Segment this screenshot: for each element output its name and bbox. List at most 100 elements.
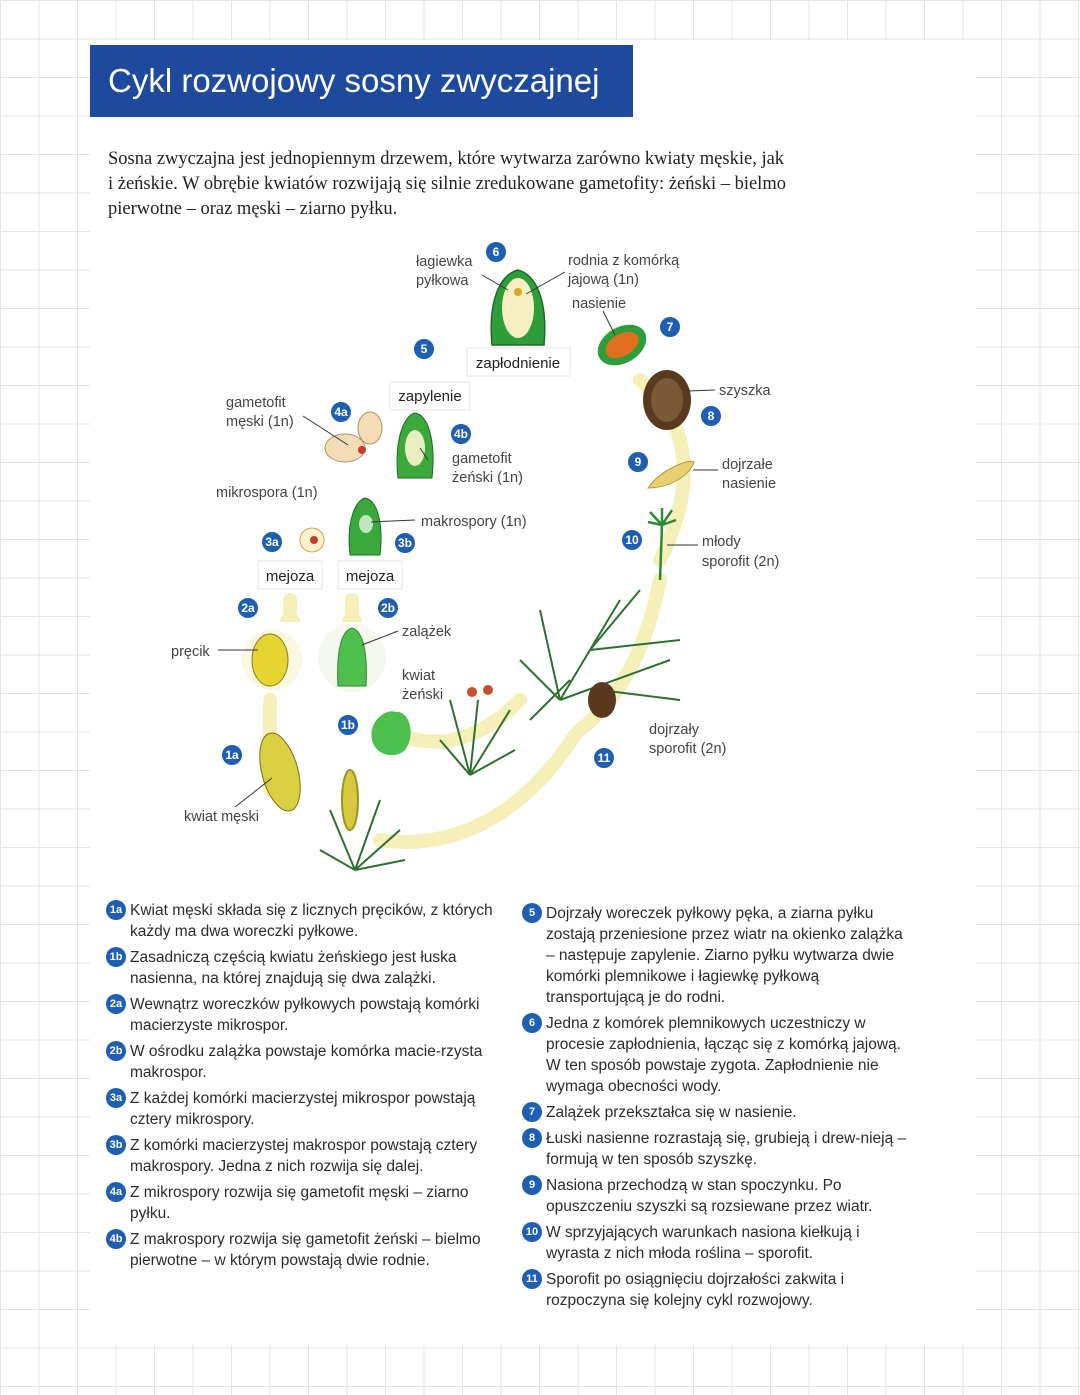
svg-text:3b: 3b xyxy=(398,536,412,550)
number-badge: 1a xyxy=(106,900,126,920)
badge-10: 10 xyxy=(621,529,643,551)
description-text: Łuski nasienne rozrastają się, grubieją … xyxy=(546,1130,906,1168)
badge-4a: 4a xyxy=(330,401,352,423)
label-lagiewka-2: pyłkowa xyxy=(416,273,469,289)
svg-text:6: 6 xyxy=(493,245,500,259)
label-rodnia-2: jajową (1n) xyxy=(567,272,639,288)
description-text: Zalążek przekształca się w nasienie. xyxy=(546,1104,797,1121)
svg-text:9: 9 xyxy=(635,455,642,469)
svg-text:4b: 4b xyxy=(454,427,468,441)
number-badge: 2a xyxy=(106,994,126,1014)
label-gametofit-zenski: gametofit xyxy=(452,451,512,467)
number-badge: 6 xyxy=(522,1013,542,1033)
number-badge: 4a xyxy=(106,1182,126,1202)
svg-text:mejoza: mejoza xyxy=(346,568,395,585)
label-gametofit-zenski-2: żeński (1n) xyxy=(452,470,523,486)
badge-6: 6 xyxy=(485,241,507,263)
description-2a: 2aWewnątrz woreczków pyłkowych powstają … xyxy=(106,994,498,1036)
description-text: Dojrzały woreczek pyłkowy pęka, a ziarna… xyxy=(546,905,903,1006)
stage-label-mejoza-1: mejoza xyxy=(258,561,322,589)
description-text: Kwiat męski składa się z licznych pręcik… xyxy=(130,902,493,940)
svg-text:1a: 1a xyxy=(225,748,239,762)
label-mikrospora: mikrospora (1n) xyxy=(216,485,318,501)
svg-text:mejoza: mejoza xyxy=(266,568,315,585)
svg-text:zapłodnienie: zapłodnienie xyxy=(476,355,560,372)
badge-1b: 1b xyxy=(337,714,359,736)
number-badge: 3a xyxy=(106,1088,126,1108)
description-6: 6Jedna z komórek plemnikowych uczestnicz… xyxy=(522,1013,912,1097)
badge-2a: 2a xyxy=(237,597,259,619)
svg-text:11: 11 xyxy=(598,751,611,765)
description-text: W ośrodku zalążka powstaje komórka macie… xyxy=(130,1043,482,1081)
seed-illustration xyxy=(590,316,653,373)
label-szyszka: szyszka xyxy=(719,383,772,399)
number-badge: 1b xyxy=(106,947,126,967)
microspore-illustration xyxy=(300,528,324,552)
number-badge: 11 xyxy=(522,1269,542,1289)
label-mlody-2: sporofit (2n) xyxy=(702,554,779,570)
badge-2b: 2b xyxy=(377,597,399,619)
description-text: Z komórki macierzystej makrospor powstaj… xyxy=(130,1137,477,1175)
badge-3a: 3a xyxy=(261,531,283,553)
female-flower-illustration xyxy=(371,711,410,755)
label-dojrzale-2: nasienie xyxy=(722,476,776,492)
cone-illustration xyxy=(643,370,691,430)
label-kwiat-meski: kwiat męski xyxy=(184,809,259,825)
svg-text:5: 5 xyxy=(421,342,428,356)
badge-11: 11 xyxy=(593,747,615,769)
svg-text:4a: 4a xyxy=(334,405,348,419)
description-text: Jedna z komórek plemnikowych uczestniczy… xyxy=(546,1015,901,1095)
number-badge: 2b xyxy=(106,1041,126,1061)
svg-text:1b: 1b xyxy=(341,718,355,732)
label-rodnia: rodnia z komórką xyxy=(568,253,680,269)
svg-text:7: 7 xyxy=(667,320,674,334)
label-dojrzaly: dojrzały xyxy=(649,722,700,738)
male-branch-illustration xyxy=(320,770,405,870)
male-flower-illustration xyxy=(252,729,307,816)
svg-text:3a: 3a xyxy=(265,535,279,549)
number-badge: 4b xyxy=(106,1229,126,1249)
stamen-illustration xyxy=(242,630,302,690)
female-gametophyte-illustration xyxy=(397,413,433,478)
label-nasienie: nasienie xyxy=(572,296,626,312)
number-badge: 10 xyxy=(522,1222,542,1242)
badge-1a: 1a xyxy=(221,744,243,766)
svg-text:10: 10 xyxy=(625,533,639,547)
label-kwiat-zenski-2: żeński xyxy=(402,687,443,703)
label-gametofit-meski: gametofit xyxy=(226,395,286,411)
description-text: W sprzyjających warunkach nasiona kiełku… xyxy=(546,1224,860,1262)
stage-label-zaplodnienie: zapłodnienie xyxy=(467,348,570,376)
ovule-illustration xyxy=(318,624,386,692)
megaspores-illustration xyxy=(349,498,381,555)
description-text: Z mikrospory rozwija się gametofit męski… xyxy=(130,1184,469,1222)
label-mlody: młody xyxy=(702,534,741,550)
description-text: Nasiona przechodzą w stan spoczynku. Po … xyxy=(546,1177,873,1215)
description-4a: 4aZ mikrospory rozwija się gametofit męs… xyxy=(106,1182,498,1224)
description-text: Zasadniczą częścią kwiatu żeńskiego jest… xyxy=(130,949,457,987)
description-text: Z makrospory rozwija się gametofit żeńsk… xyxy=(130,1231,481,1269)
label-gametofit-meski-2: męski (1n) xyxy=(226,414,294,430)
badge-7: 7 xyxy=(659,316,681,338)
badge-5: 5 xyxy=(413,338,435,360)
badge-9: 9 xyxy=(627,451,649,473)
number-badge: 8 xyxy=(522,1128,542,1148)
description-text: Sporofit po osiągnięciu dojrzałości zakw… xyxy=(546,1271,844,1309)
label-dojrzale: dojrzałe xyxy=(722,457,773,473)
arrow-head-2a xyxy=(279,600,301,622)
stage-label-zapylenie: zapylenie xyxy=(390,382,470,410)
number-badge: 5 xyxy=(522,903,542,923)
svg-text:2a: 2a xyxy=(241,601,255,615)
fertilization-ovule xyxy=(491,270,545,345)
descriptions-right: 5Dojrzały woreczek pyłkowy pęka, a ziarn… xyxy=(522,903,912,1316)
description-text: Z każdej komórki macierzystej mikrospor … xyxy=(130,1090,475,1128)
label-dojrzaly-2: sporofit (2n) xyxy=(649,741,726,757)
